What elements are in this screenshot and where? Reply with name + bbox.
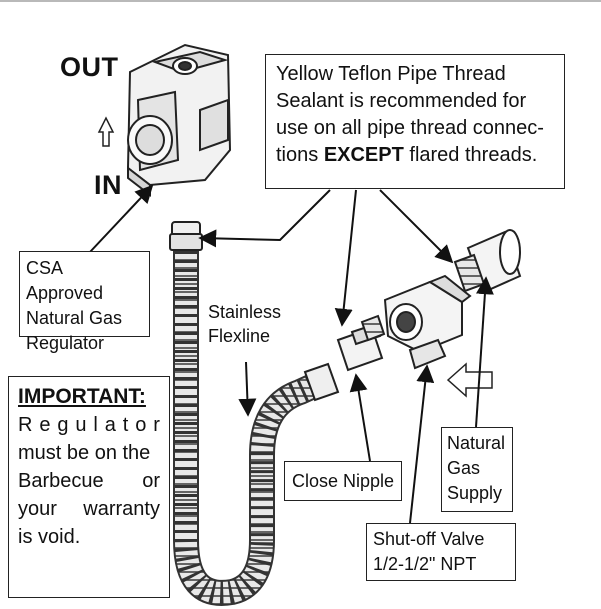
gas-supply-pipe-drawing — [453, 229, 522, 294]
flow-up-icon — [97, 116, 115, 147]
leader-arrows — [89, 184, 494, 524]
flexline-callout: Stainless Flexline — [208, 302, 282, 346]
in-label: IN — [94, 170, 122, 200]
close-nipple-callout: Close Nipple — [284, 461, 402, 501]
top-border — [0, 0, 601, 2]
shutoff-valve-drawing — [383, 274, 472, 370]
important-line-5: is void. — [18, 526, 81, 548]
gas-supply-callout: Natural Gas Supply — [441, 427, 513, 512]
sealant-note-box: Yellow Teflon Pipe Thread Sealant is rec… — [265, 54, 565, 189]
gas-flow-arrow-icon — [446, 362, 493, 398]
flexline-top-fitting — [169, 221, 203, 251]
flexline-end-nut — [303, 362, 340, 402]
note-line-3: use on all pipe thread connec- — [276, 117, 544, 139]
regulator-drawing — [126, 43, 232, 198]
regulator-callout: CSA Approved Natural Gas Regulator — [19, 251, 150, 353]
note-line-1: Yellow Teflon Pipe Thread — [276, 63, 506, 85]
except-emphasis: EXCEPT — [323, 144, 404, 166]
note-line-2: Sealant is recommended for — [276, 90, 527, 112]
close-nipple-drawing — [336, 314, 386, 372]
shutoff-valve-callout: Shut-off Valve 1/2-1/2" NPT — [366, 523, 516, 581]
out-label: OUT — [60, 52, 119, 82]
important-heading: IMPORTANT: — [18, 385, 146, 408]
important-line-2: must be on the — [18, 442, 151, 464]
note-line-4: tions EXCEPT flared threads. — [276, 144, 538, 166]
